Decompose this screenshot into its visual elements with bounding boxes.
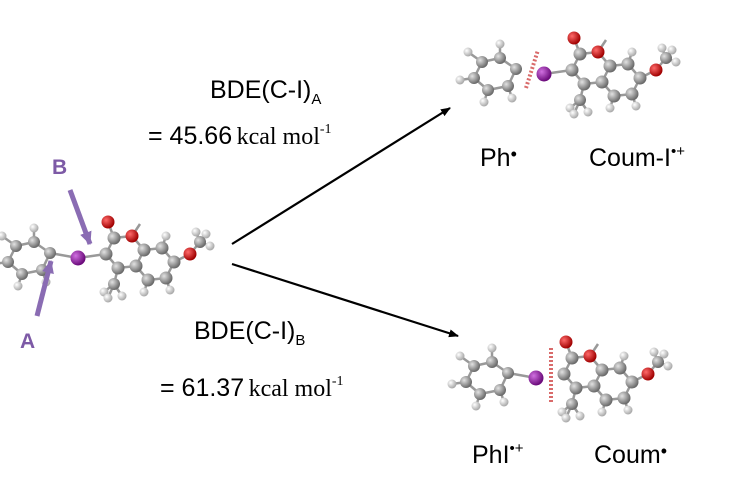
product-a1-name: Ph: [480, 144, 511, 172]
product-a2-mark: •+: [670, 143, 685, 160]
product-b-molecule: [446, 334, 674, 424]
product-b2-name: Coum: [594, 441, 661, 469]
bde-b-exp: -1: [331, 374, 344, 389]
bde-b-bond: (C-I): [245, 317, 296, 345]
bond-a-arrow: [34, 260, 54, 317]
reactant-molecule: [0, 214, 216, 304]
bde-b-unit: kcal mol: [248, 376, 332, 402]
bond-b-label: B: [52, 156, 68, 179]
reaction-arrow-a: [231, 107, 451, 245]
cleavage-mark-a: [524, 49, 540, 89]
product-b2-mark: •: [660, 441, 667, 461]
bde-b-subscript: B: [295, 332, 306, 349]
product-a2-name: Coum-I: [589, 144, 671, 172]
bde-a-unit: kcal mol: [236, 124, 320, 150]
product-b2-label: Coum•: [594, 441, 667, 469]
bde-b-label: BDE(C-I)B: [194, 317, 305, 349]
bde-a-exp: -1: [319, 122, 332, 137]
product-a1-label: Ph•: [480, 144, 517, 172]
bde-b-value: = 61.37 kcal mol-1: [160, 374, 344, 402]
bde-b-prefix: BDE: [194, 317, 246, 345]
product-a2-label: Coum-I•+: [589, 143, 685, 172]
product-a1-mark: •: [510, 144, 517, 164]
bde-a-label: BDE(C-I)A: [210, 76, 321, 108]
bond-b-arrow: [67, 189, 93, 245]
bde-a-value: = 45.66 kcal mol-1: [148, 122, 332, 150]
bde-a-subscript: A: [311, 91, 322, 108]
bond-a-label: A: [20, 330, 36, 353]
bde-a-number: = 45.66: [148, 122, 233, 150]
bde-a-prefix: BDE: [210, 76, 262, 104]
product-b1-label: PhI•+: [472, 440, 524, 469]
product-a-molecule: [454, 30, 682, 120]
bde-b-number: = 61.37: [160, 374, 245, 402]
product-b1-name: PhI: [472, 441, 510, 469]
bde-a-bond: (C-I): [261, 76, 312, 104]
reaction-arrow-b: [231, 262, 459, 338]
product-b1-mark: •+: [509, 440, 524, 457]
